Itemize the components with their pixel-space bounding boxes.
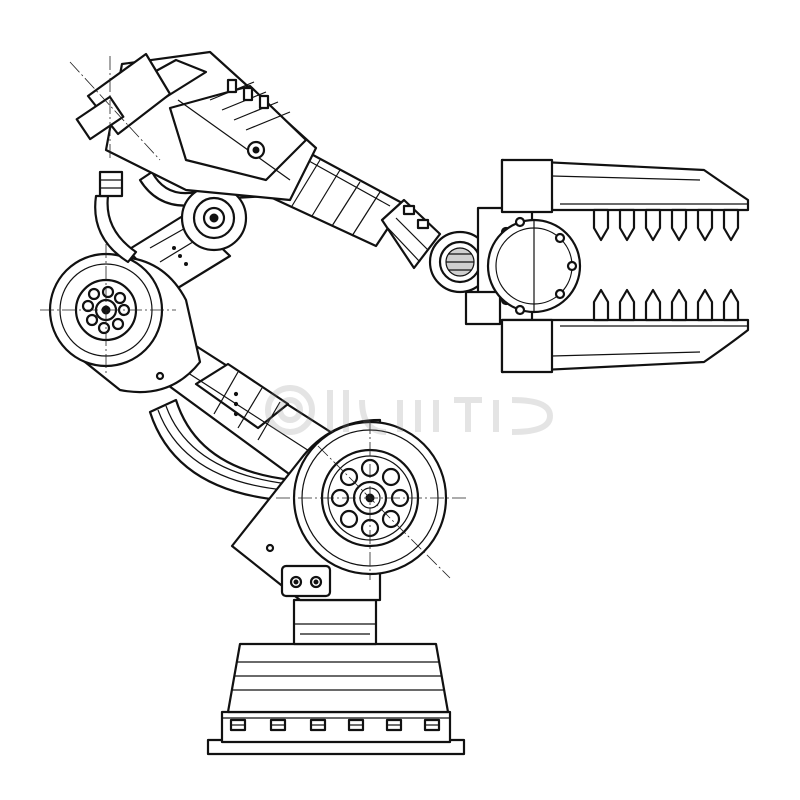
gripper-lower-teeth — [592, 288, 740, 322]
gripper-upper-teeth — [592, 208, 740, 242]
base-pedestal — [226, 598, 450, 714]
motor-end-cap — [69, 52, 172, 161]
gripper-upper-jaw — [500, 158, 750, 214]
gripper-lower-jaw — [500, 318, 750, 374]
base-plate — [206, 710, 466, 756]
wrist-joint — [428, 230, 492, 294]
shoulder-joint-wheel — [276, 420, 468, 580]
wrist-flange — [380, 198, 442, 270]
forearm-small-joint — [180, 184, 248, 252]
base-bolts — [229, 718, 441, 732]
elbow-joint-wheel — [40, 244, 176, 376]
gripper-hub — [486, 216, 582, 316]
forearm-cable — [94, 170, 202, 264]
